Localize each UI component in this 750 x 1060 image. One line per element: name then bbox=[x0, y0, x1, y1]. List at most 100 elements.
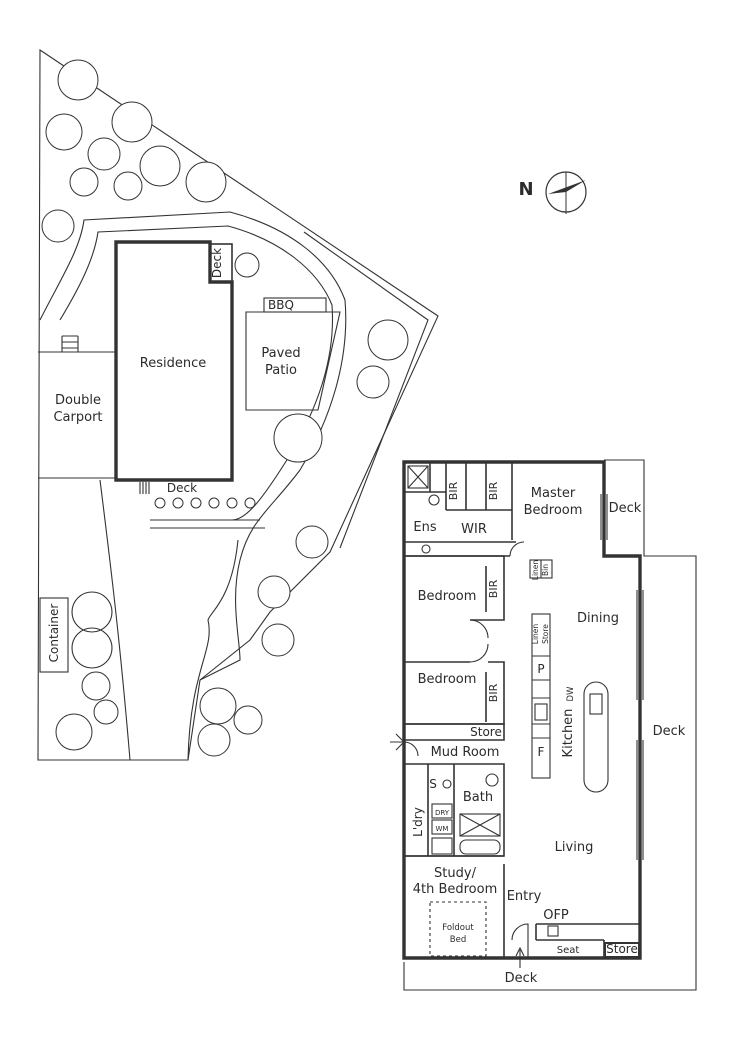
tree-icon bbox=[81, 671, 111, 701]
label-paved: Paved bbox=[261, 346, 300, 361]
label-seat: Seat bbox=[557, 945, 580, 956]
driveway-outer bbox=[39, 211, 347, 681]
tree-icon bbox=[367, 319, 409, 361]
label-linen-2: Linen bbox=[531, 624, 540, 645]
label-bir-3: BIR bbox=[487, 579, 500, 598]
label-bir-4: BIR bbox=[487, 683, 500, 702]
bath-shower-icon bbox=[459, 813, 501, 837]
door-swing-entry bbox=[511, 923, 529, 958]
tree-icon bbox=[234, 252, 260, 278]
label-bir-1: BIR bbox=[447, 481, 460, 500]
wall-study bbox=[404, 855, 505, 958]
label-4th-bedroom: 4th Bedroom bbox=[413, 882, 498, 897]
tree-icon bbox=[45, 113, 83, 151]
deck-boundary bbox=[403, 459, 697, 991]
label-carport: Carport bbox=[53, 410, 102, 425]
bbq-outline bbox=[263, 297, 327, 313]
door-swing-bed1 bbox=[469, 619, 489, 639]
house-floor-plan: BIR BIR Master Bedroom Deck Ens WIR Line… bbox=[390, 459, 697, 991]
window-master-deck bbox=[600, 494, 608, 540]
label-double: Double bbox=[55, 393, 101, 408]
island-sink-icon bbox=[589, 693, 603, 715]
site-plan: Residence Deck Deck BBQ Paved Patio Doub… bbox=[37, 48, 439, 761]
compass-needle-icon bbox=[548, 180, 586, 194]
label-store-bottom: Store bbox=[606, 942, 638, 956]
label-bedroom-2: Bedroom bbox=[418, 672, 477, 687]
steps bbox=[61, 335, 79, 352]
shrub-icon bbox=[190, 497, 202, 509]
label-bir-2: BIR bbox=[487, 481, 500, 500]
tree-icon bbox=[139, 145, 181, 187]
paved-patio-outline bbox=[245, 311, 341, 411]
label-container: Container bbox=[47, 604, 61, 663]
label-ofp: OFP bbox=[543, 908, 569, 923]
tree-icon bbox=[57, 59, 99, 101]
label-deck-bottom: Deck bbox=[505, 971, 538, 986]
drive-lane-left bbox=[99, 479, 131, 761]
label-deck-right: Deck bbox=[653, 724, 686, 739]
label-foldout: Foldout bbox=[442, 923, 474, 933]
label-bedroom-master: Bedroom bbox=[524, 503, 583, 518]
window-right-1 bbox=[636, 590, 644, 700]
ens-toilet-icon bbox=[428, 494, 440, 506]
label-kitchen: Kitchen bbox=[561, 709, 576, 758]
boundary-inner-line bbox=[303, 231, 429, 549]
label-dry: DRY bbox=[435, 809, 450, 817]
carport-outline bbox=[38, 351, 116, 479]
wall-ens-wir bbox=[404, 541, 516, 557]
door-swing-bed2 bbox=[469, 643, 489, 663]
shrub-icon bbox=[244, 497, 256, 509]
bath-basin-icon bbox=[442, 779, 452, 789]
tree-icon bbox=[113, 171, 143, 201]
north-label: N bbox=[518, 179, 533, 200]
tree-icon bbox=[55, 713, 93, 751]
tree-icon bbox=[199, 687, 237, 725]
label-study: Study/ bbox=[434, 866, 477, 881]
label-master: Master bbox=[531, 486, 576, 501]
label-residence: Residence bbox=[140, 356, 206, 371]
shrub-icon bbox=[208, 497, 220, 509]
driveway-inner bbox=[59, 225, 334, 521]
label-living: Living bbox=[555, 840, 594, 855]
mudroom-door-icon bbox=[390, 733, 419, 757]
tree-icon bbox=[93, 699, 119, 725]
ens-basin-icon bbox=[421, 544, 431, 554]
entry-arrow bbox=[515, 946, 525, 968]
label-bbq: BBQ bbox=[268, 298, 294, 312]
bathtub-icon bbox=[459, 839, 501, 855]
tank-1 bbox=[71, 591, 113, 633]
bath-toilet-icon bbox=[485, 773, 499, 787]
site-boundary bbox=[37, 48, 439, 761]
tree-icon bbox=[257, 575, 291, 609]
tree-icon bbox=[273, 413, 323, 463]
label-ens: Ens bbox=[413, 520, 436, 535]
tree-icon bbox=[185, 161, 227, 203]
foldout-bed-outline bbox=[429, 901, 487, 957]
tree-icon bbox=[111, 101, 153, 143]
wall-bir-stack bbox=[445, 462, 512, 511]
label-bin: Bin bbox=[541, 564, 550, 576]
label-bed: Bed bbox=[450, 935, 466, 945]
label-store-small: Store bbox=[541, 624, 550, 644]
tree-icon bbox=[197, 723, 231, 757]
label-patio: Patio bbox=[265, 363, 297, 378]
label-laundry: L'dry bbox=[411, 807, 425, 837]
cooktop-icon bbox=[534, 703, 548, 721]
deck-steps bbox=[139, 482, 150, 494]
shrub-icon bbox=[154, 497, 166, 509]
kitchen-bench bbox=[531, 613, 551, 779]
washer-icon bbox=[431, 819, 453, 835]
ofp-icon bbox=[547, 925, 559, 937]
sink-icon bbox=[431, 837, 453, 855]
ofp-seat-bench bbox=[535, 923, 640, 958]
label-deck-bottom: Deck bbox=[167, 481, 197, 495]
house-outer-walls bbox=[402, 460, 642, 960]
north-arrow: N bbox=[518, 171, 587, 214]
tree-icon bbox=[233, 705, 263, 735]
path-below-residence bbox=[150, 519, 265, 529]
ens-shower-icon bbox=[407, 465, 429, 489]
dryer-icon bbox=[431, 803, 453, 819]
tree-icon bbox=[261, 623, 295, 657]
shrub-icon bbox=[172, 497, 184, 509]
